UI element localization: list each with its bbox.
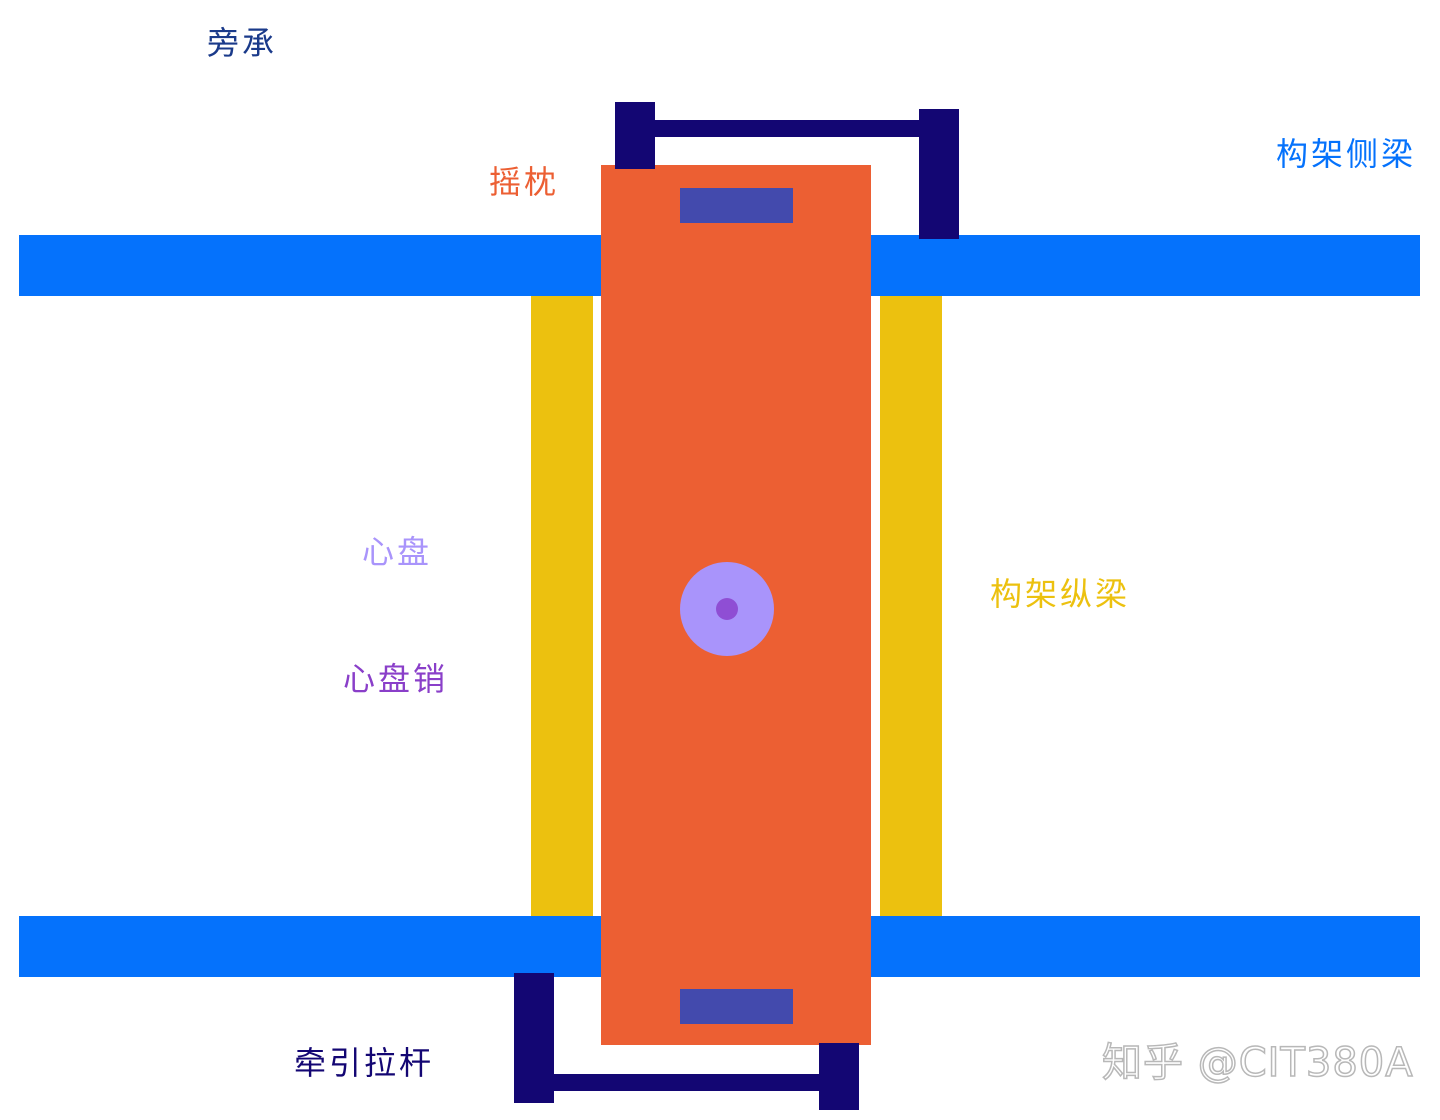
- bolster-label: 摇枕: [489, 163, 560, 201]
- frame-longitudinal-beam-right: [880, 290, 942, 920]
- watermark-handle: @CIT380A: [1197, 1040, 1414, 1086]
- traction-rod-top-right-post: [919, 109, 959, 239]
- traction-rod-top-left-post: [615, 102, 655, 169]
- center-pin-label: 心盘销: [343, 660, 449, 698]
- side-bearing-top: [680, 188, 793, 223]
- traction-rod-top-bar: [640, 120, 940, 137]
- watermark: 知乎 @CIT380A: [1101, 1040, 1414, 1086]
- center-pin: [716, 598, 738, 620]
- frame-longitudinal-beam-label: 构架纵梁: [990, 575, 1131, 613]
- frame-side-beam-label: 构架侧梁: [1276, 135, 1417, 173]
- traction-rod-bottom-right-post: [819, 1043, 859, 1110]
- center-plate-label: 心盘: [362, 533, 433, 571]
- traction-rod-bottom-bar: [540, 1074, 840, 1091]
- side-bearing-bottom: [680, 989, 793, 1024]
- traction-rod-bottom-left-post: [514, 973, 554, 1103]
- side-bearing-label: 旁承: [207, 24, 278, 62]
- traction-rod-label: 牵引拉杆: [294, 1044, 435, 1082]
- frame-longitudinal-beam-left: [531, 290, 593, 920]
- watermark-site: 知乎: [1101, 1040, 1184, 1086]
